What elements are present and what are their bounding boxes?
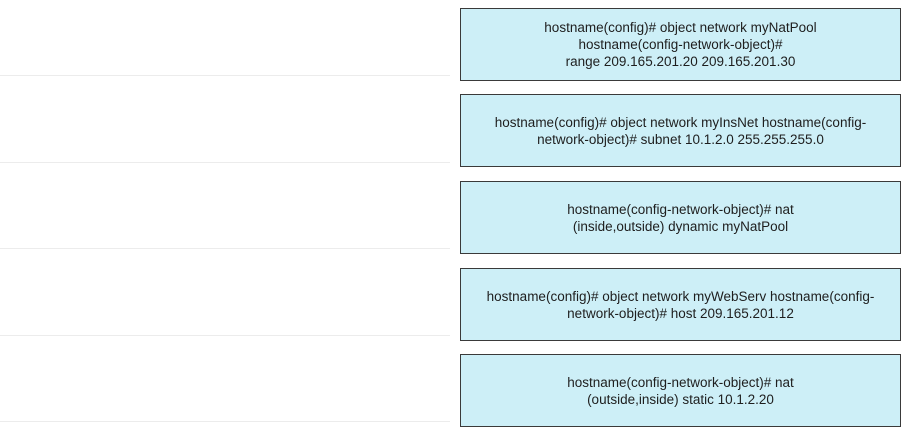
drag-item-text: hostname(config)# object network myWebSe… bbox=[486, 288, 875, 321]
drag-item-text: hostname(config-network-object)# nat (in… bbox=[567, 201, 794, 234]
drag-item-dynamic-nat[interactable]: hostname(config-network-object)# nat (in… bbox=[460, 181, 901, 254]
drag-item-inside-net[interactable]: hostname(config)# object network myInsNe… bbox=[460, 94, 901, 167]
drop-slot-3[interactable] bbox=[0, 173, 450, 249]
drag-item-text: hostname(config-network-object)# nat (ou… bbox=[567, 374, 794, 407]
drag-item-web-server[interactable]: hostname(config)# object network myWebSe… bbox=[460, 268, 901, 341]
drag-item-text: hostname(config)# object network myInsNe… bbox=[494, 114, 867, 147]
drop-slot-2[interactable] bbox=[0, 87, 450, 163]
drop-slot-5[interactable] bbox=[0, 346, 450, 422]
drag-item-text: hostname(config)# object network myNatPo… bbox=[544, 20, 817, 69]
drop-slot-4[interactable] bbox=[0, 260, 450, 336]
drag-item-static-nat[interactable]: hostname(config-network-object)# nat (ou… bbox=[460, 354, 901, 427]
drop-slot-1[interactable] bbox=[0, 0, 450, 76]
drag-item-nat-pool[interactable]: hostname(config)# object network myNatPo… bbox=[460, 8, 901, 81]
